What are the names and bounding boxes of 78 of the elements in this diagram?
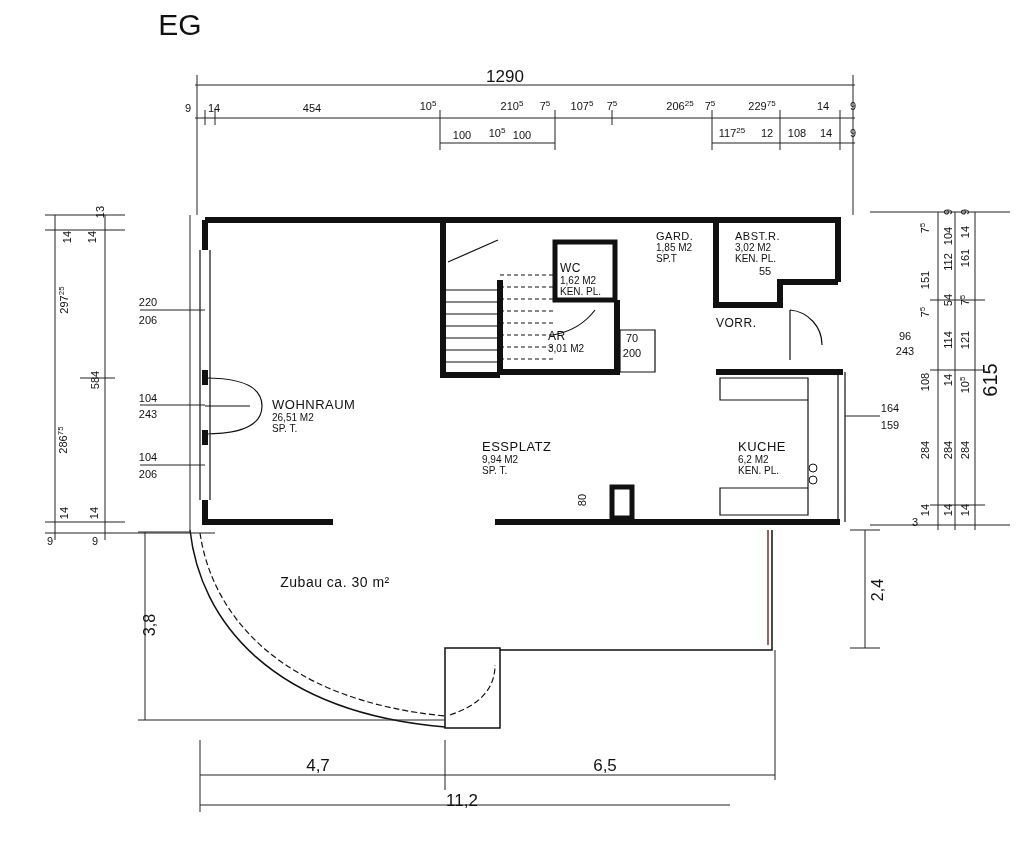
dimension-text: 6,5 [593, 756, 617, 774]
dimension-text: 3,8 [142, 613, 158, 637]
dimension-text: 14 [207, 102, 221, 114]
dimension-text: 100 [452, 129, 472, 141]
dimension-text: 100 [512, 129, 532, 141]
dimension-text: 615 [980, 363, 1000, 397]
dimension-text: 108 [919, 372, 931, 392]
dimension-text: 210$^{5}$ [500, 99, 524, 113]
dimension-text: 10$^{5}$ [488, 126, 506, 140]
room-label: ESSPLATZ 9,94 M2 SP. T. [482, 440, 552, 477]
room-label: KUCHE 6,2 M2 KEN. PL. [738, 440, 790, 477]
dimension-text: 9 [46, 535, 54, 547]
dimension-text: 7$^{5}$ [606, 99, 618, 113]
dimension-text: 200 [622, 347, 642, 359]
window-size-text: 104 [138, 392, 158, 404]
dimension-text: 11,2 [446, 791, 478, 809]
dimension-text: 151 [919, 270, 931, 290]
dimension-text: 80 [576, 493, 588, 507]
room-label: AR 3,01 M2 [548, 330, 600, 355]
dimension-text: 121 [959, 330, 971, 350]
dimension-text: 14 [61, 230, 73, 244]
window-size-text: 104 [138, 451, 158, 463]
dimension-text: 2,4 [870, 578, 886, 602]
floor-label: EG [158, 10, 202, 40]
window-size-text: 243 [138, 408, 158, 420]
dimension-text: 108 [787, 127, 807, 139]
dimension-text: 9 [849, 127, 857, 139]
dimension-text: 243 [895, 345, 915, 357]
dimension-text: 454 [302, 102, 322, 114]
room-label: Zubau ca. 30 m² [270, 575, 400, 591]
dimension-text: 164 [880, 402, 900, 414]
dimension-text: 9 [942, 208, 954, 216]
dimension-text: 4,7 [306, 756, 330, 774]
dimension-text: 7$^{5}$ [704, 99, 716, 113]
window-size-text: 206 [138, 468, 158, 480]
dimension-text: 3 [911, 516, 919, 528]
window-size-text: 220 [138, 296, 158, 308]
dimension-text: 229$^{75}$ [748, 99, 776, 113]
dimension-text: 14 [819, 127, 833, 139]
dimension-text: 14 [942, 503, 954, 517]
dimension-text: 206$^{25}$ [666, 99, 694, 113]
dimension-text: 14 [58, 506, 70, 520]
dimension-text: 14 [816, 100, 830, 112]
dimension-text: 117$^{25}$ [718, 126, 746, 140]
room-label: VORR. [716, 317, 757, 331]
dimension-text: 584 [89, 370, 101, 390]
dimension-text: 14 [86, 230, 98, 244]
dimension-text: 96 [898, 330, 912, 342]
dimension-text: 14 [88, 506, 100, 520]
dimension-text: 159 [880, 419, 900, 431]
dimension-text: 55 [758, 265, 772, 277]
dimension-text: 14 [959, 225, 971, 239]
dimension-text: 9 [91, 535, 99, 547]
room-label: ABST.R. 3,02 M2 KEN. PL. [735, 230, 787, 265]
dimension-text: 12 [760, 127, 774, 139]
dimension-text: 13 [94, 205, 106, 219]
dimension-text: 10$^{5}$ [419, 99, 437, 113]
room-label: GARD. 1,85 M2 SP.T [656, 230, 708, 265]
dimension-text: 9 [849, 100, 857, 112]
dimension-text: 161 [959, 248, 971, 268]
dimension-text: 70 [625, 332, 639, 344]
dimension-text: 112 [942, 253, 954, 271]
dimension-text: 9 [959, 208, 971, 216]
dimension-text: 14 [942, 373, 954, 387]
dimension-text: 284 [959, 440, 971, 460]
dimension-text: 54 [942, 293, 954, 307]
dimension-text: 107$^{5}$ [570, 99, 594, 113]
dimension-text: 284 [942, 440, 954, 460]
dimension-text: 14 [919, 503, 931, 517]
dimension-text: 7$^{5}$ [539, 99, 551, 113]
dimension-text: 14 [959, 503, 971, 517]
dimension-text: 284 [919, 440, 931, 460]
dimension-text: 9 [184, 102, 192, 114]
dimension-text: 1290 [486, 67, 524, 85]
dimension-text: 104 [942, 226, 954, 246]
window-size-text: 206 [138, 314, 158, 326]
dimension-text: 114 [942, 331, 954, 349]
room-label: WOHNRAUM 26,51 M2 SP. T. [272, 398, 356, 435]
